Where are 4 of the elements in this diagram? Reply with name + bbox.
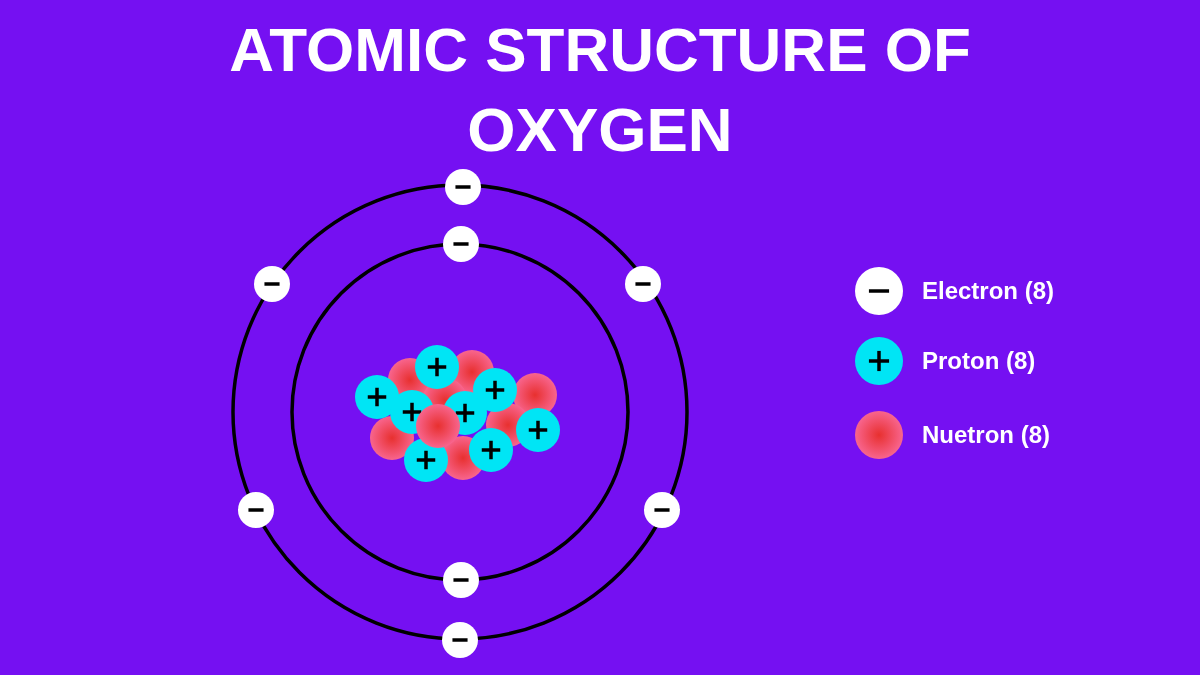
legend-label: Proton (8) [922, 346, 1036, 376]
legend-label: Nuetron (8) [922, 420, 1050, 450]
title: ATOMIC STRUCTURE OF OXYGEN [228, 14, 972, 166]
legend-label: Electron (8) [922, 276, 1055, 306]
